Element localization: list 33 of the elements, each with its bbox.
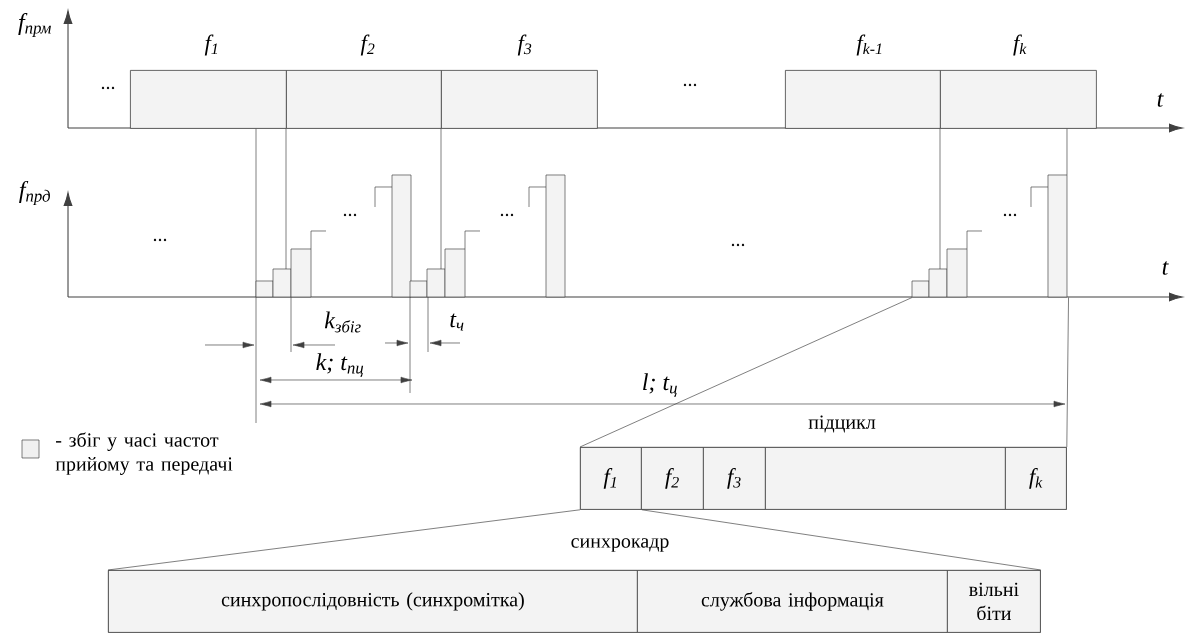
heading: f$_{k}$ — [1013, 34, 1027, 56]
axis-label: f$_{прм}$ — [18, 13, 51, 37]
ellipsis: ... — [153, 238, 167, 242]
subcycle-cell: f$_{2}$ — [641, 447, 704, 510]
frame-cell: вільні біти — [947, 570, 1041, 633]
zoom-line — [107, 509, 581, 571]
subcycle-cell: f$_{k}$ — [1005, 447, 1067, 510]
legend-text: - збіг у часі частот прийому та передачі — [55, 432, 233, 475]
dimension-label: k; t$_{пц}$ — [316, 353, 364, 377]
zoom-line — [641, 509, 1042, 571]
zoom-line — [579, 297, 913, 448]
heading: f$_{3}$ — [517, 34, 532, 56]
axis-label: t — [1157, 93, 1164, 107]
dimension-label: k$_{збіг}$ — [324, 311, 361, 333]
ellipsis: ... — [343, 213, 357, 217]
axis-label: t — [1162, 261, 1169, 275]
frame-cell: синхропослідовність (синхромітка) — [108, 570, 638, 633]
axis-label: f$_{прд}$ — [19, 180, 50, 206]
heading: f$_{1}$ — [204, 34, 218, 56]
heading: f$_{k-1}$ — [856, 34, 882, 56]
zoom-line — [1066, 297, 1069, 448]
heading: синхрокадр — [571, 538, 669, 552]
dimension-label: t$_{ч}$ — [450, 313, 464, 331]
subcycle-cell: f$_{1}$ — [580, 447, 642, 510]
ellipsis: ... — [731, 243, 745, 247]
staircase-drawing — [911, 174, 1068, 298]
heading: підцикл — [808, 415, 876, 433]
dimension-label: l; t$_{ц}$ — [643, 373, 677, 397]
ellipsis: ... — [1003, 213, 1017, 217]
subcycle-cell: f$_{3}$ — [703, 447, 766, 510]
ellipsis: ... — [683, 83, 697, 87]
ellipsis: ... — [500, 213, 514, 217]
heading: f$_{2}$ — [360, 34, 375, 56]
